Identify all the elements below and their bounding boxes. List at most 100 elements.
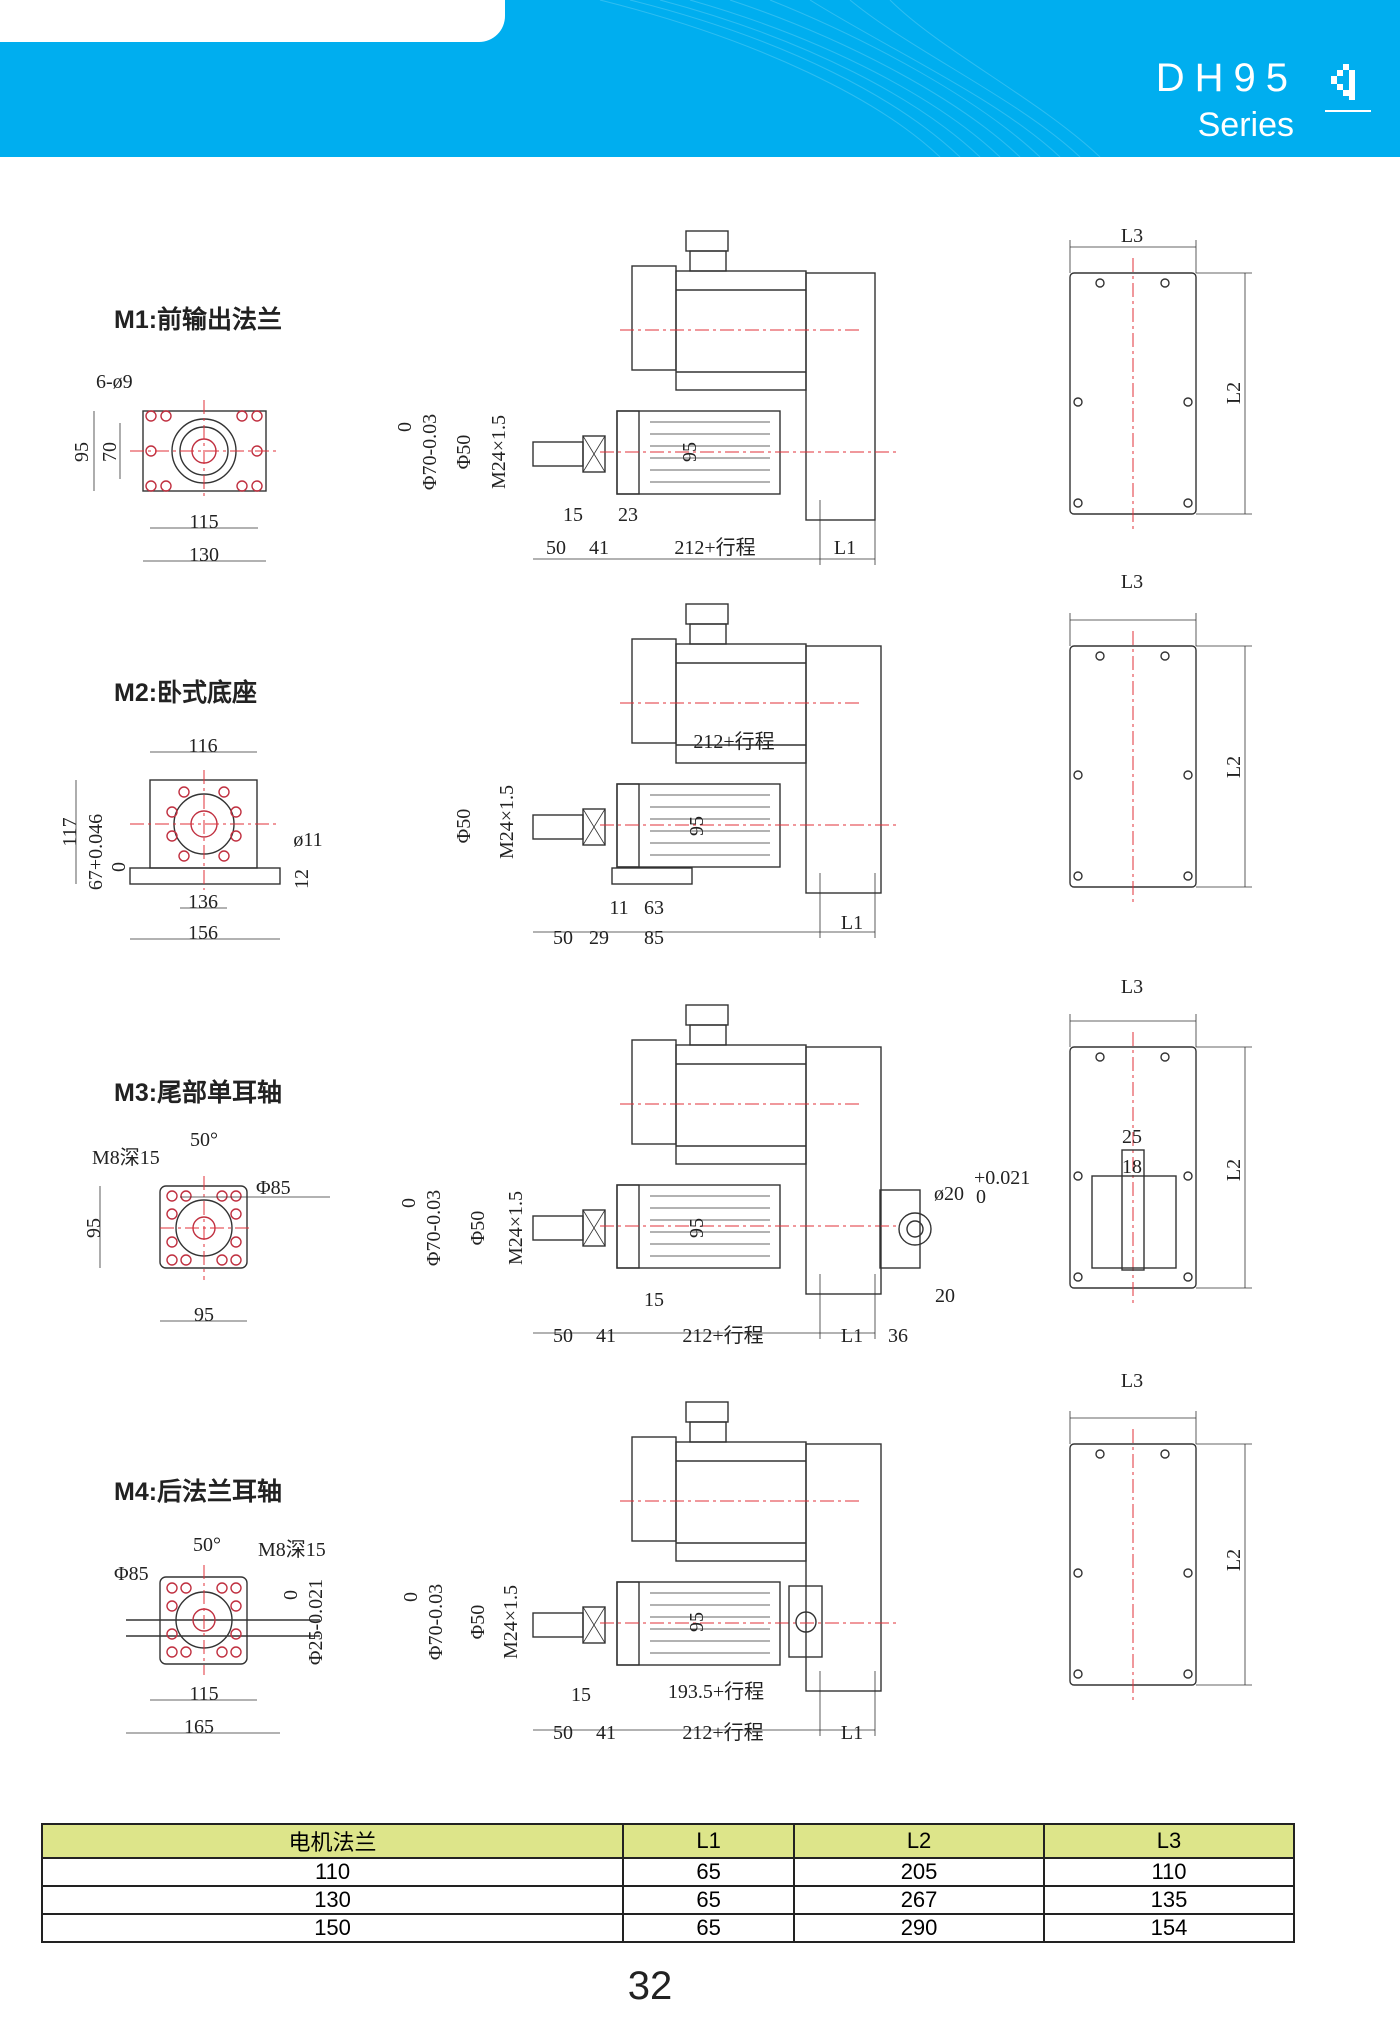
dim-label: 0 bbox=[398, 1198, 420, 1208]
table-header-row: 电机法兰 L1 L2 L3 bbox=[40, 1823, 1295, 1859]
clevis-hole bbox=[906, 1220, 924, 1238]
table-cell: 267 bbox=[793, 1885, 1046, 1915]
bolt-hole bbox=[216, 1646, 228, 1658]
section-m3: M3:尾部单耳轴 M8深15 50° Φ85 95 95 Φ70-0.03 0 … bbox=[83, 976, 1245, 1347]
connector bbox=[689, 1421, 727, 1443]
section-m1: M1:前输出法兰 6-ø9 95 70 115 130 Φ70-0.03 0 Φ… bbox=[71, 225, 1245, 566]
mounting-foot bbox=[611, 867, 693, 885]
push-rod bbox=[532, 441, 584, 467]
dim-label: 50° bbox=[190, 1129, 218, 1151]
bolt-hole bbox=[230, 1582, 242, 1594]
dim-label: 50 bbox=[553, 927, 573, 949]
connector bbox=[685, 1004, 729, 1026]
table-cell: 290 bbox=[793, 1913, 1046, 1943]
mounting-hole bbox=[1183, 871, 1193, 881]
bolt-hole bbox=[180, 1582, 192, 1594]
mounting-hole bbox=[1073, 1272, 1083, 1282]
dim-label: L2 bbox=[1223, 1549, 1245, 1571]
bolt-hole bbox=[236, 480, 248, 492]
mounting-hole bbox=[1073, 1568, 1083, 1578]
bolt-hole bbox=[180, 1646, 192, 1658]
mounting-hole bbox=[1183, 1171, 1193, 1181]
dim-label: 0 bbox=[400, 1592, 422, 1602]
bolt-hole bbox=[230, 1628, 242, 1640]
mounting-hole bbox=[1095, 1052, 1105, 1062]
trunnion-hole bbox=[795, 1611, 817, 1633]
bolt-hole bbox=[251, 480, 263, 492]
mounting-hole bbox=[1183, 1669, 1193, 1679]
dim-label: 63 bbox=[644, 897, 664, 919]
mounting-hole bbox=[1095, 1449, 1105, 1459]
dim-label: Φ85 bbox=[114, 1563, 149, 1585]
bolt-hole bbox=[166, 1254, 178, 1266]
dim-label: 116 bbox=[188, 735, 217, 757]
dim-label: 193.5+行程 bbox=[668, 1680, 764, 1703]
dim-label: L3 bbox=[1121, 976, 1143, 998]
dim-label: ø20 bbox=[934, 1183, 964, 1205]
mounting-hole bbox=[1073, 498, 1083, 508]
column-header: 电机法兰 bbox=[40, 1823, 625, 1859]
dim-label: L3 bbox=[1121, 1370, 1143, 1392]
bolt-hole bbox=[230, 1190, 242, 1202]
dim-label: 0 bbox=[108, 862, 130, 872]
table-cell: 205 bbox=[793, 1857, 1046, 1887]
dim-label: L1 bbox=[834, 537, 856, 559]
dim-label: L3 bbox=[1121, 571, 1143, 593]
dim-label: 29 bbox=[589, 927, 609, 949]
mounting-hole bbox=[1183, 1272, 1193, 1282]
dim-label: 0 bbox=[976, 1186, 986, 1208]
bolt-hole bbox=[166, 1646, 178, 1658]
dim-label: 212+行程 bbox=[682, 1721, 763, 1744]
mounting-hole bbox=[1073, 1669, 1083, 1679]
dim-label: M24×1.5 bbox=[500, 1585, 522, 1659]
bolt-hole bbox=[216, 1254, 228, 1266]
dimension-line bbox=[582, 1209, 606, 1247]
dim-label: 67+0.046 bbox=[85, 814, 107, 890]
mounting-hole bbox=[1073, 871, 1083, 881]
mounting-hole bbox=[1160, 651, 1170, 661]
dim-label: Φ50 bbox=[453, 809, 475, 844]
connector bbox=[689, 1024, 727, 1046]
gearbox-plate bbox=[805, 1443, 882, 1692]
bolt-hole bbox=[218, 786, 230, 798]
section-title: M4:后法兰耳轴 bbox=[114, 1477, 282, 1506]
dim-label: L2 bbox=[1223, 1159, 1245, 1181]
dim-label: M24×1.5 bbox=[496, 785, 518, 859]
bolt-hole bbox=[178, 786, 190, 798]
connector bbox=[685, 1401, 729, 1423]
bolt-hole bbox=[230, 1236, 242, 1248]
dim-label: 70 bbox=[99, 442, 121, 462]
bolt-hole bbox=[160, 480, 172, 492]
dim-label: 6-ø9 bbox=[96, 371, 133, 393]
dim-label: 95 bbox=[194, 1304, 214, 1326]
mounting-hole bbox=[1095, 651, 1105, 661]
bolt-hole bbox=[166, 1236, 178, 1248]
dim-label: M8深15 bbox=[258, 1538, 326, 1561]
bolt-hole bbox=[180, 1190, 192, 1202]
dimension-line bbox=[582, 435, 606, 473]
push-rod bbox=[532, 814, 584, 840]
dim-label: Φ70-0.03 bbox=[425, 1584, 447, 1660]
dim-label: ø11 bbox=[293, 829, 322, 851]
bolt-hole bbox=[230, 1600, 242, 1612]
dim-label: Φ50 bbox=[467, 1605, 489, 1640]
rod-nut bbox=[582, 1209, 606, 1247]
push-rod bbox=[532, 1612, 584, 1638]
connector bbox=[685, 230, 729, 252]
section-m2: M2:卧式底座 116 117 67+0.046 0 ø11 12 136 15… bbox=[59, 571, 1245, 949]
dim-label: 15 bbox=[644, 1289, 664, 1311]
section-title: M3:尾部单耳轴 bbox=[114, 1078, 282, 1107]
clevis-plate bbox=[1091, 1175, 1177, 1269]
table-cell: 135 bbox=[1043, 1885, 1295, 1915]
dim-label: 165 bbox=[184, 1716, 214, 1738]
dim-label: M24×1.5 bbox=[488, 415, 510, 489]
rod-nut bbox=[582, 1606, 606, 1644]
dim-label: 50 bbox=[553, 1722, 573, 1744]
dim-label: 50 bbox=[553, 1325, 573, 1347]
mounting-hole bbox=[1073, 397, 1083, 407]
dim-label: 23 bbox=[618, 504, 638, 526]
dim-label: L3 bbox=[1121, 225, 1143, 247]
dim-label: 156 bbox=[188, 922, 218, 944]
